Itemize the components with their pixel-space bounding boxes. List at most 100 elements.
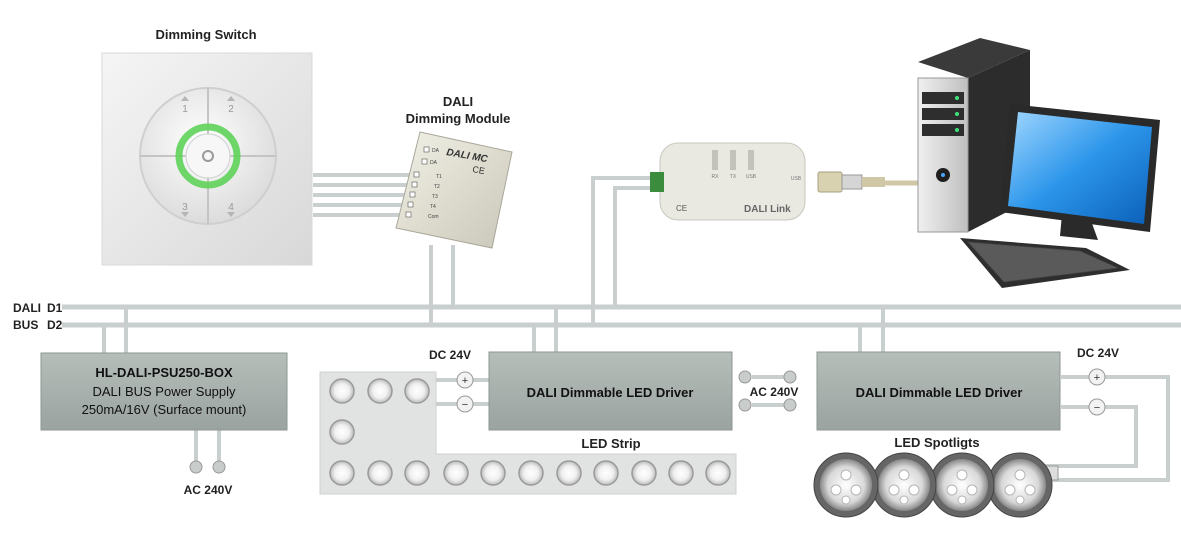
switch-led-ring xyxy=(175,123,241,189)
led-chip xyxy=(480,460,506,486)
bus-label-d2: D2 xyxy=(47,318,63,332)
ac-terminal xyxy=(212,460,226,474)
module-terminals xyxy=(405,146,430,218)
led-chip xyxy=(705,460,731,486)
plus-icon: + xyxy=(1094,372,1100,384)
bus-labels: DALI BUS D1 D2 xyxy=(13,301,63,332)
usb-plug-icon xyxy=(817,171,843,193)
power-light-icon xyxy=(955,128,959,132)
dimming-switch[interactable]: Dimming Switch 1 2 3 4 xyxy=(101,27,313,266)
module-pin-t3: T3 xyxy=(432,194,438,200)
led-chip xyxy=(329,378,355,404)
link-ce-mark: CE xyxy=(676,204,687,213)
drive-bay xyxy=(922,108,964,120)
monitor-screen[interactable] xyxy=(1008,112,1152,224)
module-ce-mark: CE xyxy=(472,164,486,176)
led-spotlights-label: LED Spotligts xyxy=(894,435,979,450)
wires xyxy=(62,173,1181,482)
arrow-up-icon xyxy=(227,96,235,101)
led-spotlights: LED Spotligts xyxy=(813,435,1059,518)
dali-link[interactable]: RX TX USB USB CE DALI Link xyxy=(650,142,885,221)
power-light-icon xyxy=(955,112,959,116)
link-port-slot xyxy=(748,150,754,170)
link-device-name: DALI Link xyxy=(744,204,791,215)
module-pin-da1: DA xyxy=(432,148,440,154)
usb-plug-metal xyxy=(841,174,863,190)
drive-bay xyxy=(922,124,964,136)
module-pin-da2: DA xyxy=(430,160,438,166)
wire-dc-minus-right xyxy=(1040,405,1138,468)
driver-right-label: DALI Dimmable LED Driver xyxy=(856,385,1023,400)
led-chip xyxy=(668,460,694,486)
plus-icon: + xyxy=(462,375,468,387)
wire-dc-plus-right xyxy=(1040,375,1170,482)
switch-center-icon xyxy=(202,150,214,162)
dc-label-right: DC 24V xyxy=(1077,346,1119,360)
driver-right-box xyxy=(816,351,1061,431)
switch-button-3[interactable]: 3 xyxy=(182,202,188,213)
bus-label-dali: DALI xyxy=(13,301,41,315)
power-light-icon xyxy=(955,96,959,100)
bus-label-d1: D1 xyxy=(47,301,63,315)
led-chip xyxy=(593,460,619,486)
spotlight xyxy=(929,452,995,518)
led-driver-right[interactable]: DALI Dimmable LED Driver DC 24V + − xyxy=(783,346,1119,431)
ac-terminal xyxy=(189,460,203,474)
led-chip xyxy=(404,378,430,404)
psu-box xyxy=(40,352,288,431)
switch-center-button[interactable] xyxy=(185,133,231,179)
psu-line-3: 250mA/16V (Surface mount) xyxy=(82,402,247,417)
link-usb-mark: USB xyxy=(791,176,802,182)
ac-terminal xyxy=(783,398,797,412)
led-chip xyxy=(556,460,582,486)
led-strip-leds xyxy=(329,378,731,486)
led-chip xyxy=(443,460,469,486)
spotlight xyxy=(813,452,879,518)
driver-left-box xyxy=(488,351,733,431)
wire-link-2 xyxy=(613,186,660,307)
drive-bay xyxy=(922,92,964,104)
link-port-rx: RX xyxy=(712,174,720,180)
led-chip xyxy=(329,460,355,486)
link-terminal-block xyxy=(650,172,664,192)
ac-terminal xyxy=(783,370,797,384)
dali-module-title: DALI xyxy=(443,94,473,109)
tower-top xyxy=(918,38,1030,78)
dali-dimming-module[interactable]: DALI Dimming Module DALI MC CE DA DA T1 … xyxy=(395,94,513,249)
link-port-tx: TX xyxy=(730,174,737,180)
usb-plug-neck xyxy=(862,177,885,187)
dimming-switch-label: Dimming Switch xyxy=(155,27,256,42)
led-driver-left[interactable]: DC 24V + − DALI Dimmable LED Driver xyxy=(429,348,752,431)
minus-icon: − xyxy=(1094,402,1100,414)
wire-link-1 xyxy=(591,176,660,325)
dc-plus-terminal-left: + xyxy=(456,371,474,389)
dc-plus-terminal-right: + xyxy=(1088,368,1106,386)
spot-lens-dots xyxy=(830,469,1036,505)
psu-ac-label: AC 240V xyxy=(184,483,233,497)
module-pin-t1: T1 xyxy=(436,174,442,180)
dc-minus-terminal-left: − xyxy=(456,395,474,413)
dc-label-left: DC 24V xyxy=(429,348,471,362)
ac-terminal xyxy=(738,398,752,412)
module-pin-t2: T2 xyxy=(434,184,440,190)
keyboard-keys xyxy=(966,241,1120,283)
computer[interactable] xyxy=(917,38,1160,288)
psu-line-2: DALI BUS Power Supply xyxy=(92,384,236,399)
led-chip xyxy=(404,460,430,486)
led-chip xyxy=(631,460,657,486)
ac-terminal xyxy=(738,370,752,384)
bus-label-bus: BUS xyxy=(13,318,38,332)
link-port-usb: USB xyxy=(746,174,757,180)
led-chip xyxy=(367,378,393,404)
monitor-stand xyxy=(1060,214,1098,240)
module-pin-com: Com xyxy=(428,214,439,220)
dali-psu-box[interactable]: HL-DALI-PSU250-BOX DALI BUS Power Supply… xyxy=(40,352,288,497)
led-chip xyxy=(518,460,544,486)
led-strip-label: LED Strip xyxy=(581,436,640,451)
switch-button-4[interactable]: 4 xyxy=(228,202,234,213)
switch-button-2[interactable]: 2 xyxy=(228,104,234,115)
switch-button-1[interactable]: 1 xyxy=(182,104,188,115)
arrow-down-icon xyxy=(227,212,235,217)
arrow-up-icon xyxy=(181,96,189,101)
